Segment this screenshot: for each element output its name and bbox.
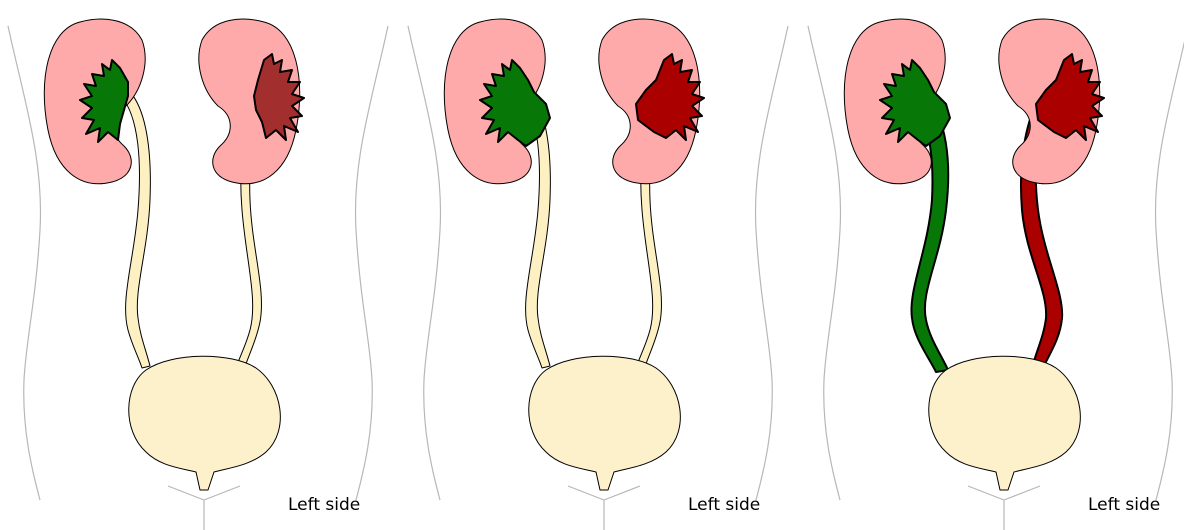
body-outline-left xyxy=(8,26,41,500)
panel-3: Left side xyxy=(808,19,1184,530)
right-ureter xyxy=(124,92,150,368)
body-outline-right xyxy=(355,26,388,500)
body-outline-left xyxy=(808,26,841,500)
body-outline-legs xyxy=(568,486,640,530)
panel-2: Left side xyxy=(408,19,788,530)
panel-3-side-label: Left side xyxy=(1088,495,1160,515)
body-outline-left xyxy=(408,26,441,500)
body-outline-right xyxy=(1155,26,1184,500)
bladder xyxy=(129,356,281,490)
body-outline-legs xyxy=(168,486,240,530)
panel-2-side-label: Left side xyxy=(688,495,760,515)
bladder xyxy=(529,356,681,490)
body-outline-right xyxy=(755,26,788,500)
bladder xyxy=(929,356,1081,490)
panel-1-side-label: Left side xyxy=(288,495,360,515)
panel-1: Left side xyxy=(8,19,388,530)
body-outline-legs xyxy=(968,486,1040,530)
